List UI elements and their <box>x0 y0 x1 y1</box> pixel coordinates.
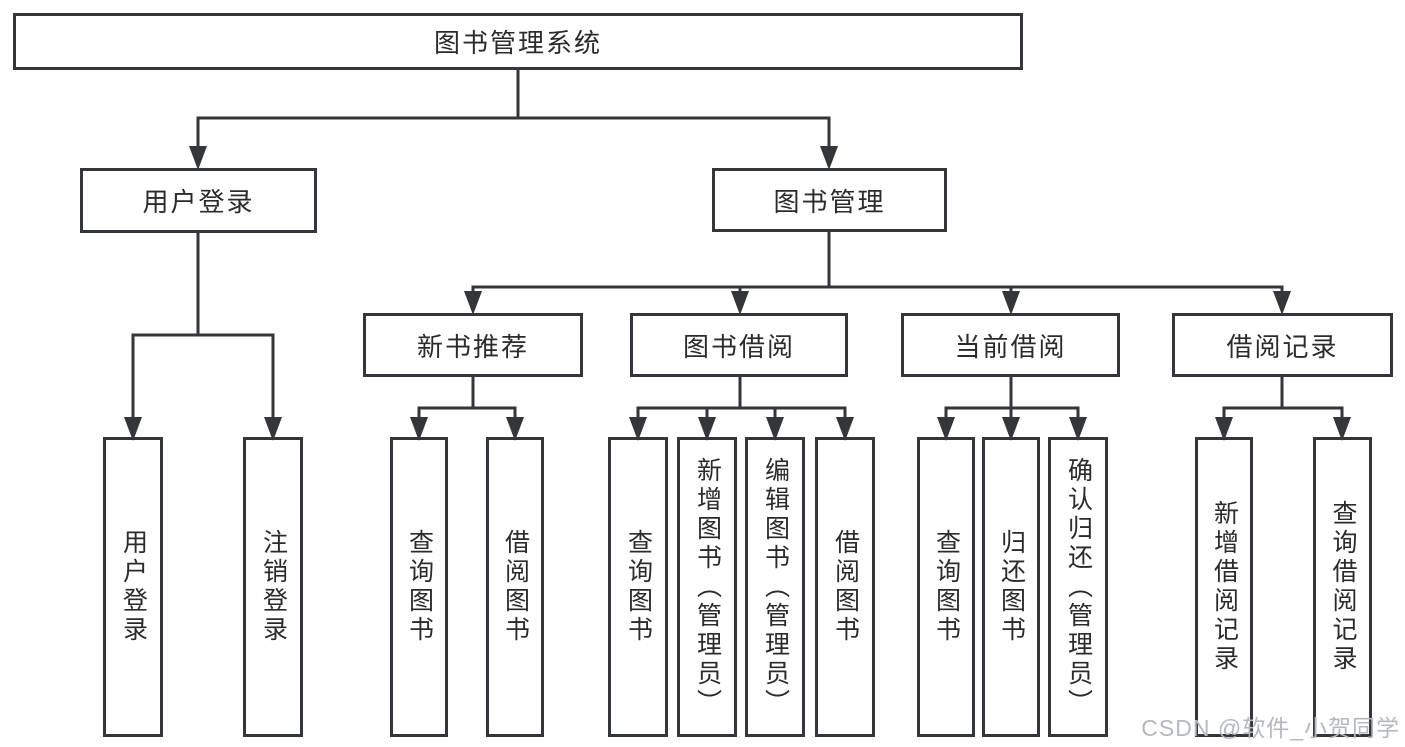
leaf-add-borrow-record-label: 新增借阅记录 <box>1210 500 1239 674</box>
node-user-login-label: 用户登录 <box>142 187 255 217</box>
leaf-query-borrow-record: 查询借阅记录 <box>1313 437 1372 737</box>
leaf-borrowing-borrow-book-label: 借阅图书 <box>831 529 860 645</box>
leaf-borrowing-query-book-label: 查询图书 <box>624 529 653 645</box>
leaf-logout-label: 注销登录 <box>259 529 288 645</box>
leaf-confirm-return-admin-label: 确认归还（管理员） <box>1064 456 1093 718</box>
leaf-newbook-borrow-book: 借阅图书 <box>486 437 544 737</box>
leaf-newbook-query-book-label: 查询图书 <box>405 529 434 645</box>
watermark: CSDN @软件_小贺同学 <box>1141 715 1400 741</box>
node-book-borrowing-label: 图书借阅 <box>682 331 795 362</box>
node-root-label: 图书管理系统 <box>433 28 602 58</box>
node-current-borrowing: 当前借阅 <box>901 313 1120 377</box>
leaf-newbook-borrow-book-label: 借阅图书 <box>501 529 530 645</box>
node-root: 图书管理系统 <box>13 13 1023 70</box>
leaf-current-query-book-label: 查询图书 <box>932 529 961 645</box>
node-book-management: 图书管理 <box>712 168 947 232</box>
node-current-borrowing-label: 当前借阅 <box>954 331 1067 362</box>
leaf-edit-book-admin-label: 编辑图书（管理员） <box>761 456 790 718</box>
leaf-add-borrow-record: 新增借阅记录 <box>1195 437 1253 737</box>
node-new-book-recommend: 新书推荐 <box>363 313 583 377</box>
leaf-return-book: 归还图书 <box>982 437 1040 737</box>
leaf-logout: 注销登录 <box>243 437 303 737</box>
leaf-newbook-query-book: 查询图书 <box>390 437 448 737</box>
node-book-management-label: 图书管理 <box>773 186 886 217</box>
leaf-borrowing-borrow-book: 借阅图书 <box>815 437 875 737</box>
leaf-edit-book-admin: 编辑图书（管理员） <box>745 437 805 737</box>
leaf-add-book-admin: 新增图书（管理员） <box>677 437 737 737</box>
leaf-add-book-admin-label: 新增图书（管理员） <box>693 456 722 718</box>
node-new-book-recommend-label: 新书推荐 <box>416 331 529 362</box>
leaf-borrowing-query-book: 查询图书 <box>608 437 668 737</box>
node-borrow-records: 借阅记录 <box>1172 313 1393 377</box>
node-borrow-records-label: 借阅记录 <box>1226 331 1339 362</box>
leaf-return-book-label: 归还图书 <box>997 529 1026 645</box>
leaf-user-login-label: 用户登录 <box>119 529 148 645</box>
node-user-login: 用户登录 <box>80 168 317 233</box>
leaf-confirm-return-admin: 确认归还（管理员） <box>1048 437 1108 737</box>
node-book-borrowing: 图书借阅 <box>630 313 848 377</box>
leaf-query-borrow-record-label: 查询借阅记录 <box>1329 500 1357 674</box>
leaf-current-query-book: 查询图书 <box>917 437 975 737</box>
leaf-user-login: 用户登录 <box>103 437 163 737</box>
